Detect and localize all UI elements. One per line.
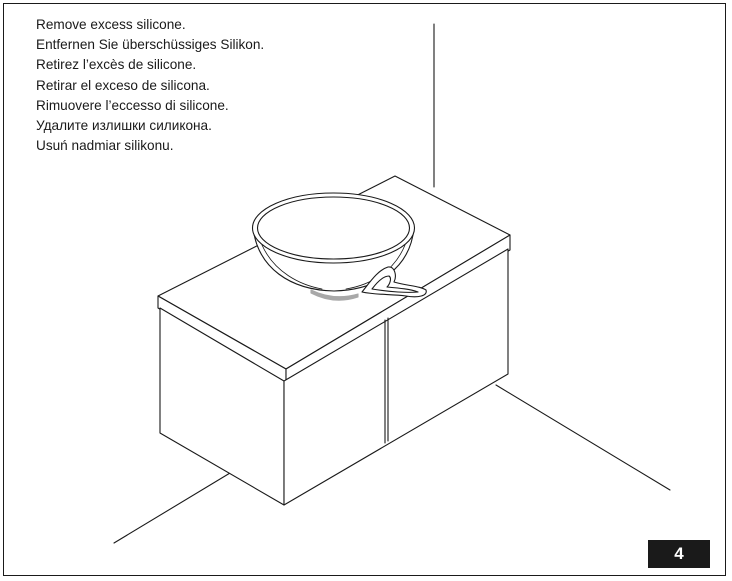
vessel-basin bbox=[251, 192, 416, 301]
instruction-line-it: Rimuovere l’eccesso di silicone. bbox=[36, 97, 229, 113]
instruction-line-de: Entfernen Sie überschüssiges Silikon. bbox=[36, 37, 265, 53]
scraper-handle-inner bbox=[371, 275, 419, 293]
instruction-line-en: Remove excess silicone. bbox=[36, 17, 186, 32]
instruction-line-pl: Usuń nadmiar silikonu. bbox=[36, 138, 174, 154]
page-frame bbox=[3, 3, 726, 576]
instruction-line-ru: Удалите излишки силикона. bbox=[36, 118, 212, 134]
room-corner bbox=[113, 23, 671, 544]
scraper-tool bbox=[361, 266, 427, 298]
floor-corner-line-front bbox=[113, 469, 236, 544]
cabinet-side bbox=[283, 248, 509, 506]
instruction-line-es: Retirar el exceso de silicona. bbox=[36, 77, 210, 93]
step-number-badge: 4 bbox=[648, 540, 710, 568]
basin-shade-left bbox=[261, 244, 323, 290]
countertop-side-edge bbox=[285, 234, 511, 384]
basin-rim-outer bbox=[251, 192, 416, 264]
multilingual-instructions: Remove excess silicone. Entfernen Sie üb… bbox=[36, 15, 264, 156]
floor-corner-line-back bbox=[495, 384, 671, 491]
basin-rim-inner bbox=[256, 196, 411, 260]
silicone-bead bbox=[310, 289, 359, 301]
instruction-line-fr: Retirez l’excès de silicone. bbox=[36, 57, 197, 73]
